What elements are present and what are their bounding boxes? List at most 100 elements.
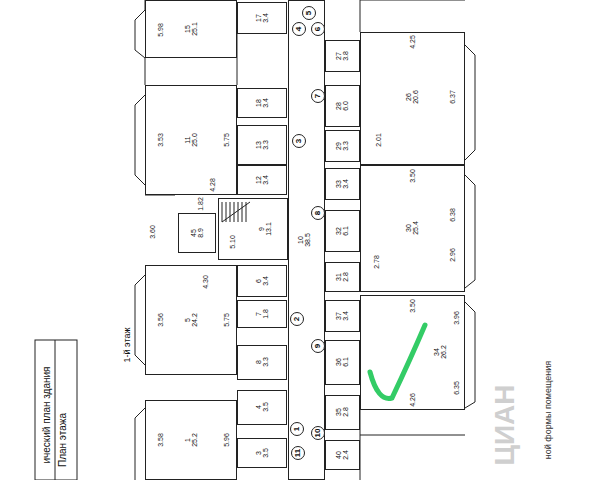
dimension: 5.75	[223, 313, 230, 327]
room-box: 43.5	[237, 390, 287, 425]
room-label: 83.3	[255, 357, 270, 367]
room-area: 25.0	[191, 133, 198, 147]
dimension: 6.37	[449, 90, 456, 104]
room-label: 173.4	[255, 13, 270, 23]
room-label: 123.4	[255, 175, 270, 185]
stair-steps	[222, 202, 250, 222]
room-area: 6.1	[342, 226, 349, 236]
dimension: 2.01	[375, 133, 382, 147]
dimension: 2.78	[373, 255, 380, 269]
room-label: 10	[314, 429, 322, 438]
wall	[360, 435, 465, 436]
room-box: 352.8	[325, 395, 360, 430]
room-number: 26	[405, 90, 412, 104]
room-box: 183.4	[237, 88, 287, 118]
wall	[360, 0, 361, 32]
dimension: 3.53	[157, 133, 164, 147]
room-label: 2	[293, 317, 301, 321]
room-label: 1038.5	[297, 233, 312, 247]
room-box: 286.0	[325, 85, 360, 127]
room-box: 3025.4	[360, 165, 465, 292]
callout-circle: 6	[311, 22, 325, 36]
room-area: 6.1	[342, 357, 349, 367]
room-number: 37	[335, 311, 342, 321]
room-number: 45	[190, 228, 197, 238]
room-number: 4	[295, 27, 303, 31]
room-area: 3.5	[262, 448, 269, 458]
room-number: 13	[255, 140, 262, 150]
room-number: 15	[184, 22, 191, 36]
room-label: 273.8	[335, 51, 350, 61]
room-number: 5	[184, 313, 191, 327]
room-label: 4	[295, 27, 303, 31]
room-box: 273.8	[325, 40, 360, 72]
room-number: 29	[335, 141, 342, 151]
room-label: 352.8	[335, 407, 350, 417]
room-area: 24.2	[191, 313, 198, 327]
room-area: 2.8	[342, 407, 349, 417]
room-label: 3025.4	[405, 221, 420, 235]
dimension: 3.56	[157, 313, 164, 327]
room-label: 11	[294, 449, 302, 457]
room-number: 27	[335, 51, 342, 61]
room-area: 3.3	[262, 140, 269, 150]
room-box: 83.3	[237, 345, 287, 380]
room-area: 13.1	[265, 222, 272, 236]
dimension: 3.50	[409, 299, 416, 313]
dimension: 5.96	[223, 433, 230, 447]
room-area: 3.5	[262, 402, 269, 412]
room-label: 33.5	[255, 448, 270, 458]
room-label: 373.4	[335, 311, 350, 321]
room-label: 8	[314, 211, 322, 215]
room-label: 125.2	[184, 433, 199, 447]
room-label: 293.3	[335, 141, 350, 151]
room-number: 40	[335, 450, 342, 460]
room-number: 8	[255, 357, 262, 367]
room-box: 373.4	[325, 300, 360, 332]
room-number: 28	[335, 101, 342, 111]
bay-window	[465, 302, 475, 408]
room-box: 63.4	[237, 265, 287, 297]
room-box: 71.8	[237, 300, 287, 328]
room-number: 18	[255, 98, 262, 108]
room-box: 123.4	[237, 165, 287, 195]
room-label: 3426.2	[433, 345, 448, 359]
room-box: 402.4	[325, 440, 360, 470]
room-number: 11	[184, 133, 191, 147]
callout-circle: 10	[311, 426, 325, 440]
room-area: 25.2	[191, 433, 198, 447]
room-area: 3.4	[262, 276, 269, 286]
bay-window	[135, 275, 145, 365]
corridor: 1038.55467382911011	[288, 0, 325, 480]
room-number: 12	[255, 175, 262, 185]
dimension: 1.82	[197, 197, 204, 211]
room-number: 35	[335, 407, 342, 417]
green-check-mark	[370, 325, 425, 398]
room-area: 3.4	[342, 311, 349, 321]
room-number: 4	[255, 402, 262, 412]
callout-circle: 2	[290, 312, 304, 326]
dimension: 4.25	[409, 35, 416, 49]
callout-circle: 9	[311, 339, 325, 353]
callout-circle: 8	[311, 206, 325, 220]
dimension: 5.98	[157, 23, 164, 37]
callout-circle: 5	[302, 6, 316, 20]
room-label: 1	[293, 427, 301, 431]
room-box: 326.1	[325, 210, 360, 252]
room-label: 183.4	[255, 98, 270, 108]
room-area: 3.4	[262, 175, 269, 185]
room-number: 5	[305, 11, 313, 15]
room-area: 3.8	[342, 51, 349, 61]
room-box: 913.1	[218, 198, 288, 260]
wall	[360, 0, 465, 1]
dimension: 4.28	[209, 178, 216, 192]
room-label: 402.4	[335, 450, 350, 460]
bay-window	[135, 408, 145, 480]
room-box: 173.4	[237, 2, 287, 34]
callout-circle: 7	[311, 89, 325, 103]
bay-window	[465, 175, 475, 288]
room-number: 32	[335, 226, 342, 236]
room-number: 31	[335, 272, 342, 282]
dimension: 6.35	[453, 381, 460, 395]
